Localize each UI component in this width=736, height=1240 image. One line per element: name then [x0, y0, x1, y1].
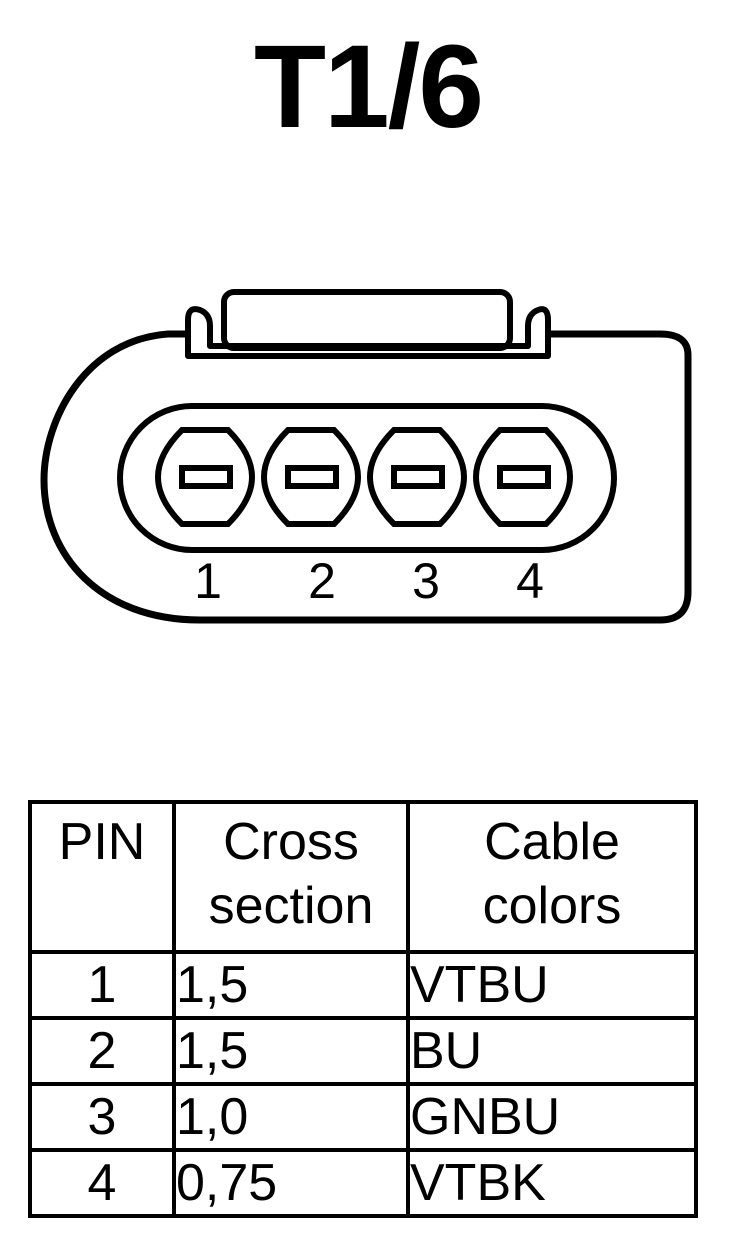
- locking-tab: [185, 306, 551, 359]
- table-header-row: PIN Cross section Cable colors: [28, 800, 698, 954]
- cross-section-cell: 0,75: [172, 1148, 410, 1218]
- pin-cavity: [117, 403, 617, 553]
- locking-tab-top: [221, 289, 513, 351]
- pin-cell: 2: [28, 1016, 176, 1086]
- pin-cell: 1: [28, 950, 176, 1020]
- header-cross-section: Cross section: [172, 800, 410, 954]
- pin-terminal-2: [260, 427, 362, 527]
- cable-color-cell: VTBK: [406, 1148, 698, 1218]
- pin-cell: 3: [28, 1082, 176, 1152]
- cable-color-cell: VTBU: [406, 950, 698, 1020]
- cross-section-cell: 1,5: [172, 950, 410, 1020]
- pin-number-4: 4: [516, 553, 544, 609]
- connector-housing: [40, 330, 692, 624]
- pin-cell: 4: [28, 1148, 176, 1218]
- connector-title: T1/6: [253, 21, 484, 153]
- cross-section-cell: 1,5: [172, 1016, 410, 1086]
- table-row: 3 1,0 GNBU: [28, 1082, 698, 1152]
- header-cable-colors: Cable colors: [406, 800, 698, 954]
- cross-section-cell: 1,0: [172, 1082, 410, 1152]
- pin-number-1: 1: [194, 553, 222, 609]
- cable-color-cell: BU: [406, 1016, 698, 1086]
- header-pin: PIN: [28, 800, 176, 954]
- table-row: 4 0,75 VTBK: [28, 1148, 698, 1218]
- table-row: 2 1,5 BU: [28, 1016, 698, 1086]
- pin-terminal-1: [154, 427, 256, 527]
- pin-terminal-3: [366, 427, 468, 527]
- pin-terminal-4: [472, 427, 574, 527]
- pin-number-3: 3: [412, 553, 440, 609]
- cable-color-cell: GNBU: [406, 1082, 698, 1152]
- table-row: 1 1,5 VTBU: [28, 950, 698, 1020]
- pin-assignment-table: PIN Cross section Cable colors 1 1,5 VTB…: [28, 800, 698, 1218]
- pin-number-2: 2: [308, 553, 336, 609]
- connector-diagram: 1 2 3 4: [40, 289, 692, 624]
